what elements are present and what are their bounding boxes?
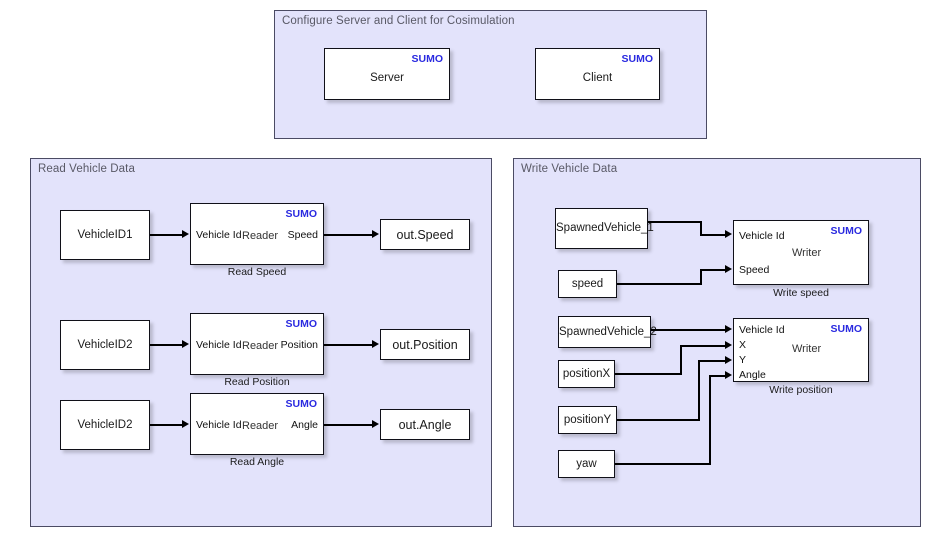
block-write-speed[interactable]: SUMO Vehicle Id Writer Speed	[733, 220, 869, 285]
block-read-angle-mid: Reader	[242, 420, 279, 432]
block-positiony-source-label: positionY	[563, 414, 612, 426]
wire-src1-to-reader1	[150, 234, 183, 236]
block-read-position-mid: Reader	[242, 340, 279, 352]
panel-read-title: Read Vehicle Data	[38, 163, 135, 175]
arrow-writespeed-speed-in	[725, 265, 732, 273]
block-client[interactable]: SUMO Client	[535, 48, 660, 100]
block-out-speed-label: out.Speed	[396, 228, 454, 242]
block-read-angle[interactable]: SUMO Vehicle Id Reader Angle	[190, 393, 324, 455]
arrow-reader3-in	[182, 420, 189, 428]
port-in-read-angle-vehicleid: Vehicle Id	[196, 419, 242, 431]
block-read-position[interactable]: SUMO Vehicle Id Reader Position	[190, 313, 324, 375]
block-spawnedvehicle-2-label: SpawnedVehicle_2	[559, 326, 657, 338]
port-out-read-angle: Angle	[291, 419, 318, 431]
wire-positiony-v	[698, 360, 700, 420]
block-out-angle-label: out.Angle	[398, 418, 452, 432]
wire-reader2-to-sink2	[324, 344, 373, 346]
wire-reader3-to-sink3	[324, 424, 373, 426]
caption-read-speed: Read Speed	[227, 266, 287, 278]
wire-yaw-h2	[709, 375, 726, 377]
caption-write-speed: Write speed	[773, 287, 829, 299]
panel-write-title: Write Vehicle Data	[521, 163, 618, 175]
block-vehicleid-source-3-label: VehicleID2	[77, 419, 133, 431]
block-positiony-source[interactable]: positionY	[558, 406, 617, 434]
block-yaw-source[interactable]: yaw	[558, 450, 615, 478]
block-spawnedvehicle-1[interactable]: SpawnedVehicle_1	[555, 208, 654, 249]
block-out-angle[interactable]: out.Angle	[380, 409, 470, 440]
block-write-speed-mid: Writer	[792, 247, 822, 259]
block-server-label: Server	[370, 72, 404, 84]
port-in-read-speed-vehicleid: Vehicle Id	[196, 229, 242, 241]
arrow-writepos-y-in	[725, 356, 732, 364]
wire-positiony-h2	[698, 360, 726, 362]
block-positionx-source[interactable]: positionX	[558, 360, 615, 388]
port-out-read-position: Position	[280, 339, 318, 351]
wire-speed-h2	[700, 269, 726, 271]
port-in-write-position-x: X	[739, 339, 747, 351]
sumo-badge-write-speed: SUMO	[830, 225, 863, 237]
panel-configure-title: Configure Server and Client for Cosimula…	[282, 15, 515, 27]
block-vehicleid-source-1-label: VehicleID1	[77, 229, 133, 241]
caption-write-position: Write position	[769, 384, 833, 396]
wire-positionx-v	[680, 345, 682, 374]
block-write-position-mid: Writer	[792, 343, 822, 355]
wire-speed-h1	[617, 283, 702, 285]
wire-yaw-v	[709, 375, 711, 464]
arrow-sink3-in	[372, 420, 379, 428]
block-positionx-source-label: positionX	[562, 368, 611, 380]
port-in-write-position-vehicleid: Vehicle Id	[739, 324, 785, 336]
port-in-write-speed-speed: Speed	[739, 264, 770, 276]
port-in-read-position-vehicleid: Vehicle Id	[196, 339, 242, 351]
wire-reader1-to-sink1	[324, 234, 373, 236]
wire-spawned1-v	[700, 221, 702, 235]
arrow-writespeed-vehicleid-in	[725, 230, 732, 238]
block-vehicleid-source-2-label: VehicleID2	[77, 339, 133, 351]
sumo-badge-server: SUMO	[411, 53, 444, 65]
port-in-write-position-angle: Angle	[739, 369, 766, 381]
block-vehicleid-source-3[interactable]: VehicleID2	[60, 400, 150, 450]
sumo-badge-write-position: SUMO	[830, 323, 863, 335]
block-out-position[interactable]: out.Position	[380, 329, 470, 360]
wire-spawned2-h	[651, 329, 726, 331]
block-vehicleid-source-2[interactable]: VehicleID2	[60, 320, 150, 370]
port-in-write-position-y: Y	[739, 354, 747, 366]
wire-src3-to-reader3	[150, 424, 183, 426]
sumo-badge-read-angle: SUMO	[285, 398, 318, 410]
block-server[interactable]: SUMO Server	[324, 48, 450, 100]
block-spawnedvehicle-2[interactable]: SpawnedVehicle_2	[558, 316, 657, 348]
arrow-writepos-angle-in	[725, 371, 732, 379]
block-read-speed-mid: Reader	[242, 230, 279, 242]
caption-read-angle: Read Angle	[229, 456, 285, 468]
sumo-badge-read-position: SUMO	[285, 318, 318, 330]
arrow-reader1-in	[182, 230, 189, 238]
wire-yaw-h1	[615, 463, 711, 465]
block-spawnedvehicle-1-label: SpawnedVehicle_1	[556, 222, 654, 234]
wire-speed-v	[700, 269, 702, 284]
block-speed-source[interactable]: speed	[558, 270, 617, 298]
port-in-write-speed-vehicleid: Vehicle Id	[739, 230, 785, 242]
block-yaw-source-label: yaw	[576, 458, 597, 470]
wire-positiony-h1	[617, 419, 700, 421]
sumo-badge-read-speed: SUMO	[285, 208, 318, 220]
wire-positionx-h1	[615, 373, 682, 375]
arrow-sink2-in	[372, 340, 379, 348]
wire-positionx-h2	[680, 345, 726, 347]
arrow-writepos-vehicleid-in	[725, 325, 732, 333]
block-write-position[interactable]: SUMO Vehicle Id X Writer Y Angle	[733, 318, 869, 382]
arrow-sink1-in	[372, 230, 379, 238]
block-speed-source-label: speed	[571, 278, 604, 290]
wire-spawned1-h2	[700, 234, 726, 236]
block-vehicleid-source-1[interactable]: VehicleID1	[60, 210, 150, 260]
wire-src2-to-reader2	[150, 344, 183, 346]
port-out-read-speed: Speed	[287, 229, 318, 241]
wire-spawned1-h1	[648, 221, 701, 223]
block-out-speed[interactable]: out.Speed	[380, 219, 470, 250]
block-client-label: Client	[582, 72, 613, 84]
block-out-position-label: out.Position	[392, 338, 458, 352]
sumo-badge-client: SUMO	[621, 53, 654, 65]
caption-read-position: Read Position	[224, 376, 290, 388]
arrow-writepos-x-in	[725, 341, 732, 349]
block-read-speed[interactable]: SUMO Vehicle Id Reader Speed	[190, 203, 324, 265]
arrow-reader2-in	[182, 340, 189, 348]
